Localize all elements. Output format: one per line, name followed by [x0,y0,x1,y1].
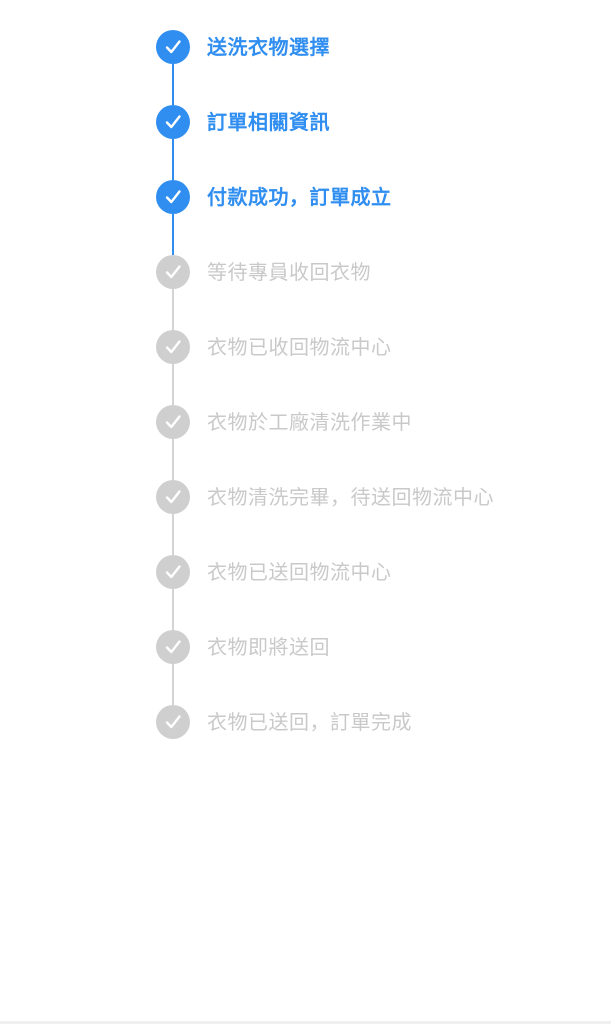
bottom-divider [0,1021,611,1024]
timeline-step-order-info: 訂單相關資訊 [156,105,330,139]
timeline-step-factory-cleaning: 衣物於工廠清洗作業中 [156,405,412,439]
step-label: 衣物即將送回 [207,635,330,659]
timeline-step-cleaning-complete: 衣物清洗完畢，待送回物流中心 [156,480,494,514]
step-label: 付款成功，訂單成立 [207,185,392,209]
timeline-step-payment-success: 付款成功，訂單成立 [156,180,392,214]
timeline-step-laundry-selection: 送洗衣物選擇 [156,30,330,64]
step-label: 衣物清洗完畢，待送回物流中心 [207,485,494,509]
check-circle-icon [156,330,190,364]
timeline-connector [172,64,174,105]
check-circle-icon [156,630,190,664]
step-label: 衣物於工廠清洗作業中 [207,410,412,434]
timeline-connector [172,664,174,705]
timeline-step-returned-to-logistics: 衣物已送回物流中心 [156,555,392,589]
timeline-connector [172,364,174,405]
timeline-step-delivery-soon: 衣物即將送回 [156,630,330,664]
check-circle-icon [156,480,190,514]
check-circle-icon [156,555,190,589]
timeline-step-at-logistics-center: 衣物已收回物流中心 [156,330,392,364]
step-label: 衣物已收回物流中心 [207,335,392,359]
check-circle-icon [156,405,190,439]
step-label: 衣物已送回，訂單完成 [207,710,412,734]
timeline-connector [172,139,174,180]
timeline-step-order-complete: 衣物已送回，訂單完成 [156,705,412,739]
timeline-connector [172,439,174,480]
timeline-step-awaiting-pickup: 等待專員收回衣物 [156,255,371,289]
check-circle-icon [156,105,190,139]
timeline-connector [172,514,174,555]
timeline-connector [172,289,174,330]
step-label: 送洗衣物選擇 [207,35,330,59]
timeline-connector [172,214,174,255]
step-label: 衣物已送回物流中心 [207,560,392,584]
check-circle-icon [156,30,190,64]
timeline-connector [172,589,174,630]
step-label: 等待專員收回衣物 [207,260,371,284]
check-circle-icon [156,705,190,739]
step-label: 訂單相關資訊 [207,110,330,134]
check-circle-icon [156,255,190,289]
check-circle-icon [156,180,190,214]
